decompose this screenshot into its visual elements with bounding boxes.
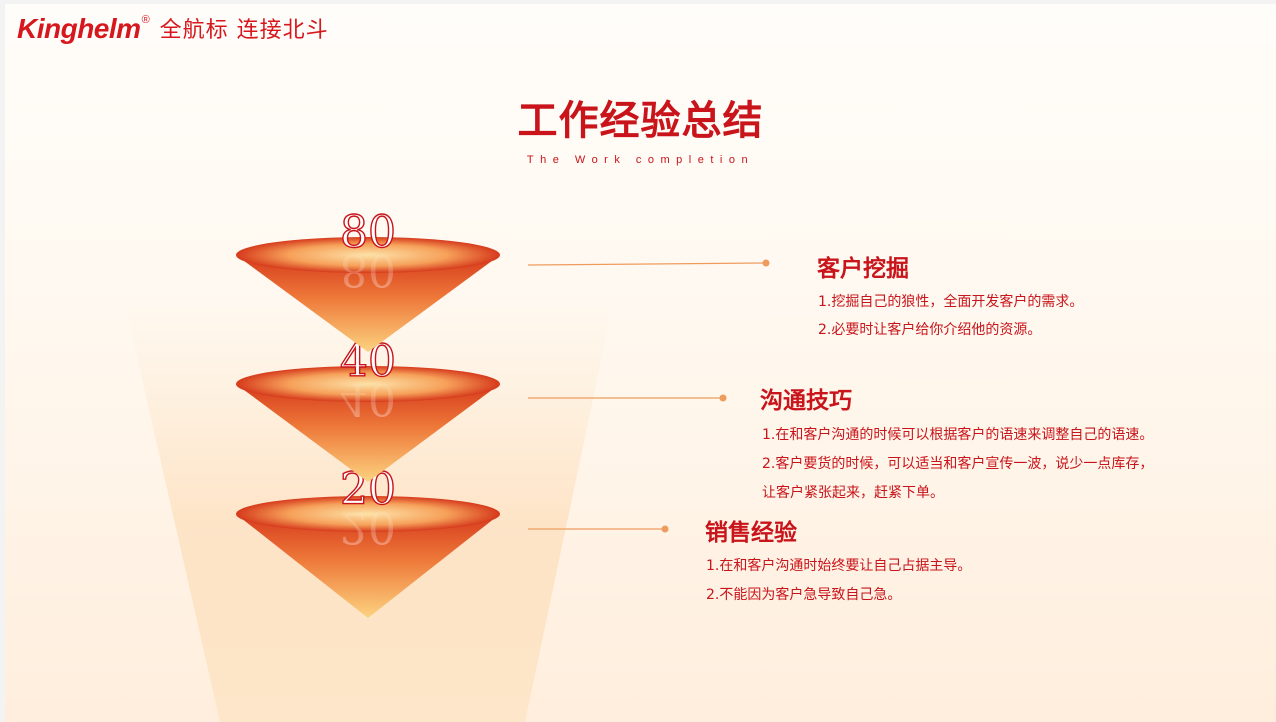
item-3-line-1: 1.在和客户沟通时始终要让自己占据主导。 xyxy=(706,555,971,575)
level-number-reflection: 20 xyxy=(340,501,396,552)
item-2-line-1: 1.在和客户沟通的时候可以根据客户的语速来调整自己的语速。 xyxy=(762,424,1153,444)
item-title-communication-skills: 沟通技巧 xyxy=(760,381,852,415)
connector-1 xyxy=(528,260,770,267)
item-title-customer-mining: 客户挖掘 xyxy=(817,249,909,283)
level-number-reflection: 80 xyxy=(340,244,396,295)
item-1-line-1: 1.挖掘自己的狼性，全面开发客户的需求。 xyxy=(818,291,1083,311)
item-1-line-2: 2.必要时让客户给你介绍他的资源。 xyxy=(818,319,1041,339)
item-2-line-3: 让客户紧张起来，赶紧下单。 xyxy=(762,482,944,502)
level-number-reflection: 40 xyxy=(340,373,396,424)
item-2-line-2: 2.客户要货的时候，可以适当和客户宣传一波，说少一点库存， xyxy=(762,453,1153,473)
slide: Kinghelm ® 全航标 连接北斗 工作经验总结 The Work comp… xyxy=(5,4,1276,722)
item-title-sales-experience: 销售经验 xyxy=(705,513,797,547)
funnel-graphic: 20 20 40 40 80 80 xyxy=(5,4,1276,722)
item-3-line-2: 2.不能因为客户急导致自己急。 xyxy=(706,584,901,604)
